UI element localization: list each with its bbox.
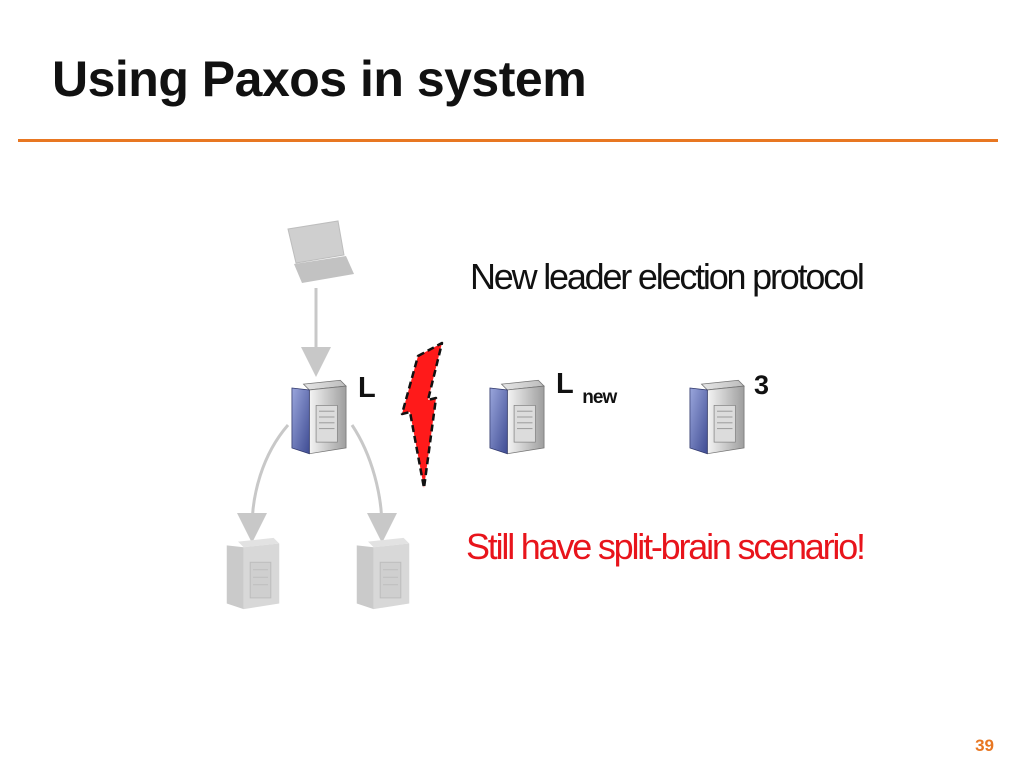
lightning-bolt-icon: [400, 341, 444, 490]
protocol-note: New leader election protocol: [470, 256, 865, 297]
server-icon: [226, 537, 280, 610]
slide-title: Using Paxos in system: [52, 51, 587, 107]
server-icon: [291, 379, 347, 455]
old-leader-label: L: [358, 372, 376, 404]
server-icon: [356, 537, 410, 610]
server-icon: [489, 379, 545, 455]
page-number: 39: [975, 736, 994, 755]
laptop-icon: [287, 220, 354, 283]
leader-to-replica-left-arrow: [237, 424, 290, 543]
leader-to-replica-right-arrow: [350, 424, 397, 543]
title-divider: [18, 139, 998, 142]
new-leader-label: L new: [556, 368, 617, 408]
new-leader-label-sub: new: [582, 387, 617, 408]
node-three-label: 3: [754, 370, 770, 400]
split-brain-warning: Still have split-brain scenario!: [466, 526, 866, 567]
server-icon: [689, 379, 745, 455]
new-leader-label-main: L: [556, 368, 574, 400]
